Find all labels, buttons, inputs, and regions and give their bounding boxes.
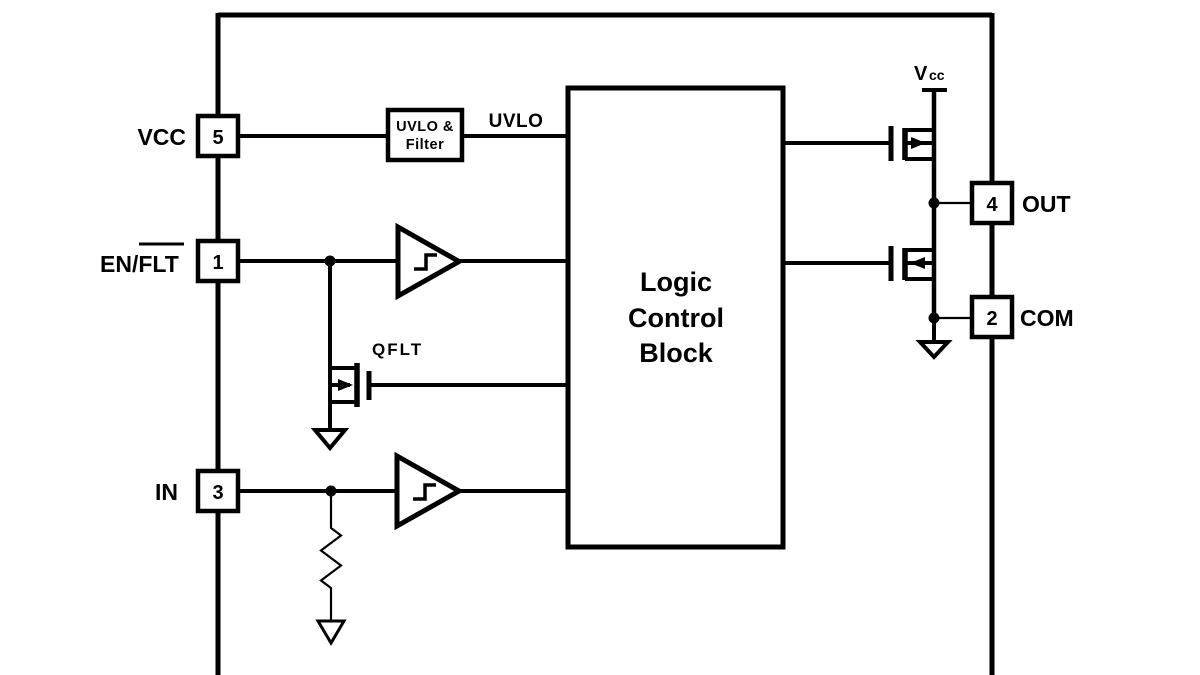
pin-label-in: IN (155, 479, 178, 505)
logic-block-label-line2: Control (628, 303, 724, 333)
hysteresis-icon-in (413, 483, 436, 501)
schmitt-trigger-enflt (395, 222, 465, 301)
uvlo-filter-block (385, 107, 465, 163)
pin-box-com (969, 294, 1015, 340)
pin-out: 4 OUT (969, 180, 1071, 226)
in-net (238, 451, 570, 646)
schmitt-trigger-in (394, 451, 465, 531)
pin-vcc: 5 VCC (137, 113, 241, 159)
pin-box-vcc (195, 113, 241, 159)
qflt-mosfet: QFLT (310, 261, 570, 452)
ground-icon-resistor (315, 619, 347, 646)
vcc-pin-net: UVLO & Filter UVLO (238, 107, 570, 163)
pin-box-en-flt (195, 238, 241, 284)
pin-label-vcc: VCC (137, 124, 186, 150)
pin-box-in (195, 468, 241, 514)
qflt-label: QFLT (372, 340, 423, 359)
pin-com: 2 COM (969, 294, 1074, 340)
uvlo-filter-label-line2: Filter (406, 137, 444, 153)
ground-icon-output (915, 340, 953, 360)
output-stage: V cc (784, 63, 972, 360)
pin-en-flt: 1 EN/FLT (100, 238, 241, 284)
logic-block-label-line3: Block (639, 338, 714, 368)
vcc-rail-label-main: V (914, 63, 928, 85)
qflt-arrow-icon (338, 379, 353, 391)
pin-label-en-flt: EN/FLT (100, 251, 179, 277)
logic-block-outline (565, 85, 786, 550)
pin-box-out (969, 180, 1015, 226)
upper-fet-arrow-icon (911, 137, 926, 149)
uvlo-net-label: UVLO (489, 111, 544, 132)
ground-icon-qflt (310, 428, 350, 452)
pin-number-in: 3 (212, 482, 223, 504)
lower-fet-arrow-icon (910, 257, 925, 269)
logic-control-block: Logic Control Block (565, 85, 786, 550)
pin-number-out: 4 (986, 194, 998, 216)
vcc-rail-label-sub: cc (929, 67, 945, 83)
junction-dot-in (325, 485, 337, 497)
pin-label-com: COM (1020, 305, 1074, 331)
pin-number-vcc: 5 (212, 127, 223, 149)
pin-number-en-flt: 1 (212, 252, 223, 274)
pulldown-resistor (319, 494, 343, 620)
pin-label-out: OUT (1022, 191, 1071, 217)
pin-number-com: 2 (986, 308, 997, 330)
pin-in: 3 IN (155, 468, 241, 514)
hysteresis-icon-enflt (414, 253, 437, 271)
en-flt-net (238, 222, 570, 301)
logic-block-label-line1: Logic (640, 267, 712, 297)
uvlo-filter-label-line1: UVLO & (396, 119, 454, 135)
